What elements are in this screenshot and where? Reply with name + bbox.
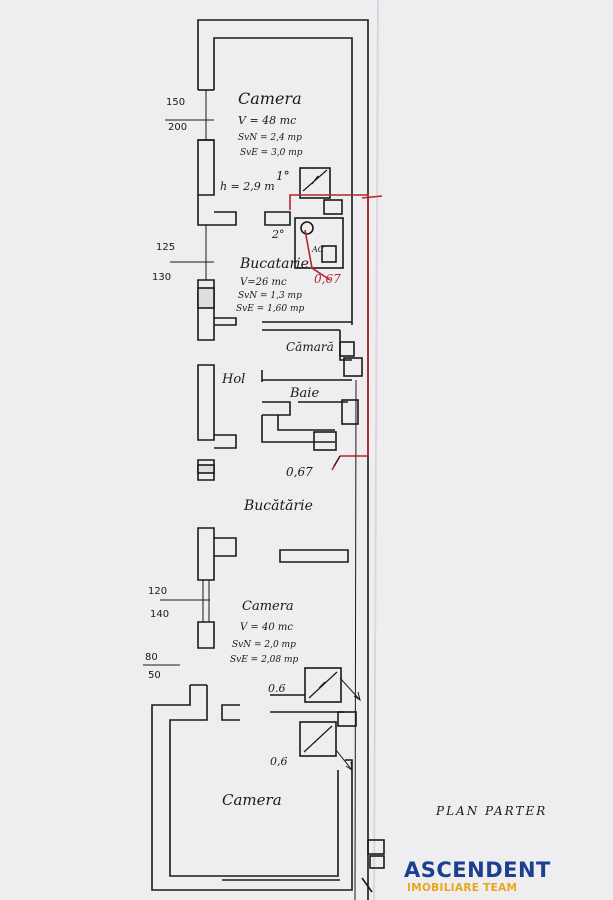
room-camera-top-svn: SvN = 2,4 mp <box>238 133 302 143</box>
room-baie: Baie <box>289 386 319 401</box>
room-camera-top-sve: SvE = 3,0 mp <box>240 148 303 158</box>
windows <box>160 90 214 622</box>
dim-80: 80 <box>145 652 158 663</box>
room-camera-bottom: Camera <box>222 791 282 809</box>
dim-200: 200 <box>168 122 187 133</box>
annotation-2deg: 2° <box>271 228 285 241</box>
dim-125: 125 <box>156 242 175 253</box>
annotation-ac: AC <box>311 245 324 254</box>
room-bucatarie-top-sve: SvE = 1,60 mp <box>236 304 305 314</box>
room-camara: Cămară <box>286 340 334 354</box>
value-06-a: 0.6 <box>268 682 286 695</box>
dim-120: 120 <box>148 586 167 597</box>
room-camera-top: Camera <box>238 89 302 108</box>
room-bucatarie-top: Bucatarie <box>239 256 309 272</box>
logo-tagline: IMOBILIARE TEAM <box>407 882 518 894</box>
room-camera-mid-svn: SvN = 2,0 mp <box>232 640 296 650</box>
dim-130: 130 <box>152 272 171 283</box>
dim-50: 50 <box>148 670 161 681</box>
ceiling-height: h = 2,9 m <box>220 180 275 193</box>
arrows <box>333 455 361 772</box>
value-06-b: 0,6 <box>270 755 288 768</box>
value-067-top: 0,67 <box>314 272 341 286</box>
room-bucatarie-top-volume: V=26 mc <box>240 277 287 288</box>
room-camera-mid-sve: SvE = 2,08 mp <box>230 655 299 665</box>
plan-title: PLAN PARTER <box>435 804 547 818</box>
room-bucatarie-top-svn: SvN = 1,3 mp <box>238 291 302 301</box>
room-camera-mid-volume: V = 40 mc <box>240 622 293 633</box>
walls <box>151 19 385 900</box>
room-bucatarie-mid: Bucătărie <box>243 498 313 514</box>
room-hol: Hol <box>221 372 245 387</box>
value-067-mid: 0,67 <box>286 465 313 479</box>
ascendent-logo: ASCENDENT IMOBILIARE TEAM <box>404 858 613 900</box>
room-camera-top-volume: V = 48 mc <box>238 114 296 127</box>
dim-150: 150 <box>166 97 185 108</box>
logo-name: ASCENDENT <box>404 858 551 882</box>
annotation-1deg: 1° <box>276 169 290 183</box>
dim-140: 140 <box>150 609 169 620</box>
room-camera-mid: Camera <box>242 599 294 614</box>
stove-marks <box>302 169 338 753</box>
